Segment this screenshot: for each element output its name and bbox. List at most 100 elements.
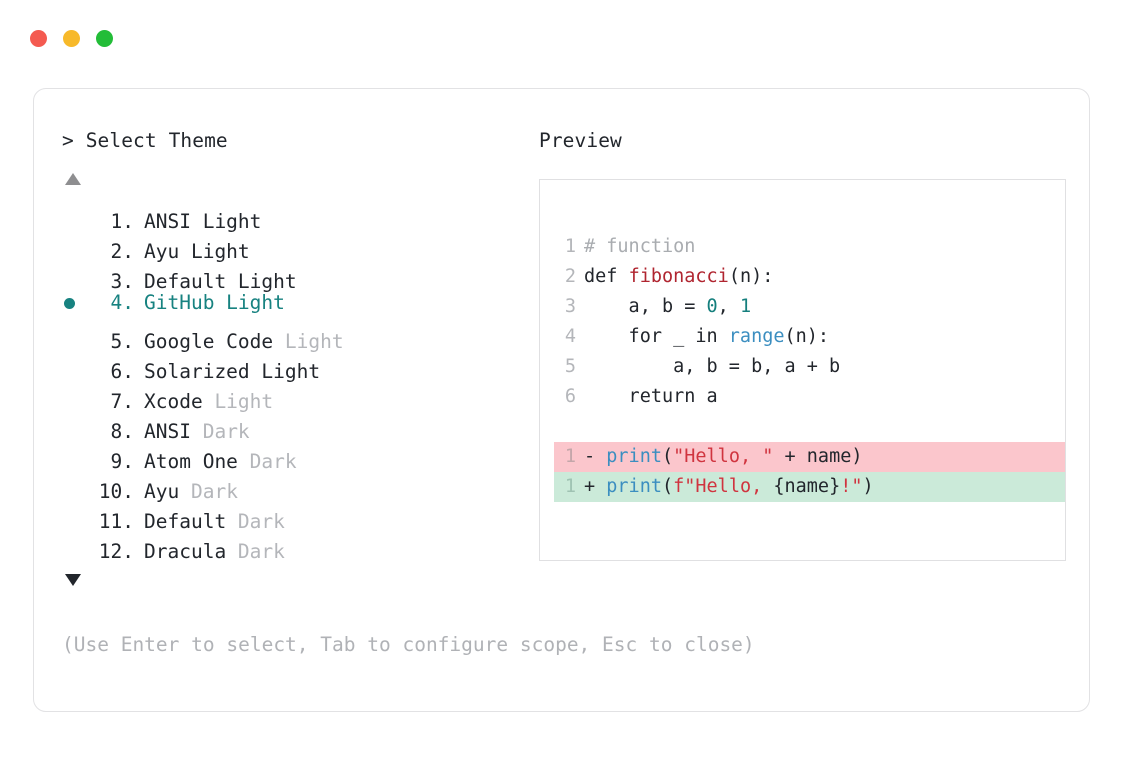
code-token: "Hello, " (673, 445, 774, 467)
code-line: 2 def fibonacci(n): (554, 262, 1065, 292)
theme-item-index: 11. (98, 509, 134, 533)
line-number: 1 (564, 235, 576, 257)
window-controls (30, 30, 113, 47)
theme-item-name: Default Light (144, 269, 297, 293)
code-token: ) (862, 475, 874, 497)
code-line-text: return a (584, 382, 718, 412)
code-line-text: print(f"Hello, {name}!") (606, 472, 873, 502)
preview-heading: Preview (539, 129, 622, 152)
selection-indicator-slot (62, 318, 90, 348)
code-line-text: a, b = 0, 1 (584, 292, 752, 322)
code-token: f"Hello, (673, 475, 774, 497)
select-theme-label: Select Theme (85, 129, 228, 152)
theme-list-item[interactable]: 9. Atom One Dark (62, 438, 532, 473)
selected-bullet-icon (64, 297, 75, 309)
theme-list-item[interactable]: 3. Default Light (62, 258, 532, 293)
selection-indicator-slot (62, 408, 90, 438)
selection-indicator-slot (62, 198, 90, 228)
code-line: 3 a, b = 0, 1 (554, 292, 1065, 322)
scroll-up-icon[interactable] (65, 172, 81, 185)
code-token: print (606, 445, 662, 467)
theme-item-index: 12. (98, 539, 134, 563)
diff-sign: - (584, 445, 607, 467)
close-button[interactable] (30, 30, 47, 47)
theme-list-item[interactable]: 5.Google Code Light (62, 318, 532, 353)
code-token: {name} (773, 475, 841, 497)
theme-list-item[interactable]: 11.Default Dark (62, 498, 532, 533)
theme-item-variant: Dark (179, 479, 238, 503)
theme-item-name: Ayu Light (144, 239, 250, 263)
code-line-text: def fibonacci(n): (584, 262, 773, 292)
code-token: print (606, 475, 662, 497)
selection-indicator-slot (62, 378, 90, 408)
code-token: !" (840, 475, 863, 497)
code-line: 6 return a (554, 382, 1065, 412)
code-spacer (554, 412, 1065, 442)
theme-list-item[interactable]: 8.ANSI Dark (62, 408, 532, 443)
scroll-down-icon[interactable] (65, 573, 81, 586)
code-token: return a (584, 385, 718, 407)
selection-indicator-slot (62, 288, 90, 318)
theme-list-item[interactable]: 4.GitHub Light (62, 288, 532, 318)
selection-indicator-slot (62, 438, 90, 468)
code-token: for _ in (584, 325, 729, 347)
code-token: fibonacci (628, 265, 729, 287)
code-line: 5 a, b = b, a + b (554, 352, 1065, 382)
code-token: 0 (706, 295, 718, 317)
diff-line-del: 1- print("Hello, " + name) (554, 441, 1065, 472)
theme-list-item[interactable]: 10.Ayu Dark (62, 468, 532, 503)
code-line: 1 # function (554, 232, 1065, 262)
keyboard-hint: (Use Enter to select, Tab to configure s… (62, 633, 755, 656)
maximize-button[interactable] (96, 30, 113, 47)
line-number: 5 (564, 355, 576, 377)
code-token: range (728, 325, 785, 347)
theme-item-variant: Light (273, 329, 344, 353)
line-number: 4 (564, 325, 576, 347)
theme-item-variant: Dark (190, 419, 250, 443)
code-token: ( (661, 475, 674, 497)
selection-indicator-slot (62, 528, 90, 558)
code-token: # function (584, 235, 696, 257)
theme-item-variant: Dark (237, 449, 297, 473)
selection-indicator-slot (62, 348, 90, 378)
selection-indicator-slot (62, 258, 90, 288)
code-line-text: print("Hello, " + name) (606, 442, 862, 472)
theme-item-name: Solarized Light (144, 359, 321, 383)
theme-list-item[interactable]: 7.Xcode Light (62, 378, 532, 413)
line-number: 3 (564, 295, 576, 317)
theme-list-item[interactable]: 1.ANSI Light (62, 198, 532, 233)
theme-item-index: 8. (110, 419, 134, 443)
theme-item-index: 10. (98, 479, 134, 503)
theme-item-variant: Dark (226, 539, 285, 563)
theme-item-name: Google Code (144, 329, 274, 353)
theme-item-index: 6. (110, 359, 134, 383)
theme-list-item[interactable]: 2.Ayu Light (62, 228, 532, 263)
line-number: 2 (564, 265, 576, 287)
theme-item-name: Atom One (144, 449, 238, 473)
line-number: 6 (564, 385, 576, 407)
code-line-text: a, b = b, a + b (584, 352, 840, 382)
code-token: ( (661, 445, 674, 467)
theme-item-variant: Dark (226, 509, 285, 533)
code-line-text: for _ in range(n): (584, 322, 830, 352)
code-token: def (584, 265, 629, 287)
selection-indicator-slot (62, 498, 90, 528)
selection-indicator-slot (62, 228, 90, 258)
theme-list-item[interactable]: 6. Solarized Light (62, 348, 532, 383)
code-line: 4 for _ in range(n): (554, 322, 1065, 352)
code-token: + name) (773, 445, 863, 467)
minimize-button[interactable] (63, 30, 80, 47)
code-token: (n): (784, 325, 830, 347)
theme-item-index: 3. (110, 269, 134, 293)
theme-item-index: 9. (110, 449, 134, 473)
theme-item-name: Xcode (144, 389, 203, 413)
theme-item-index: 7. (110, 389, 134, 413)
theme-list-item[interactable]: 12.Dracula Dark (62, 528, 532, 563)
